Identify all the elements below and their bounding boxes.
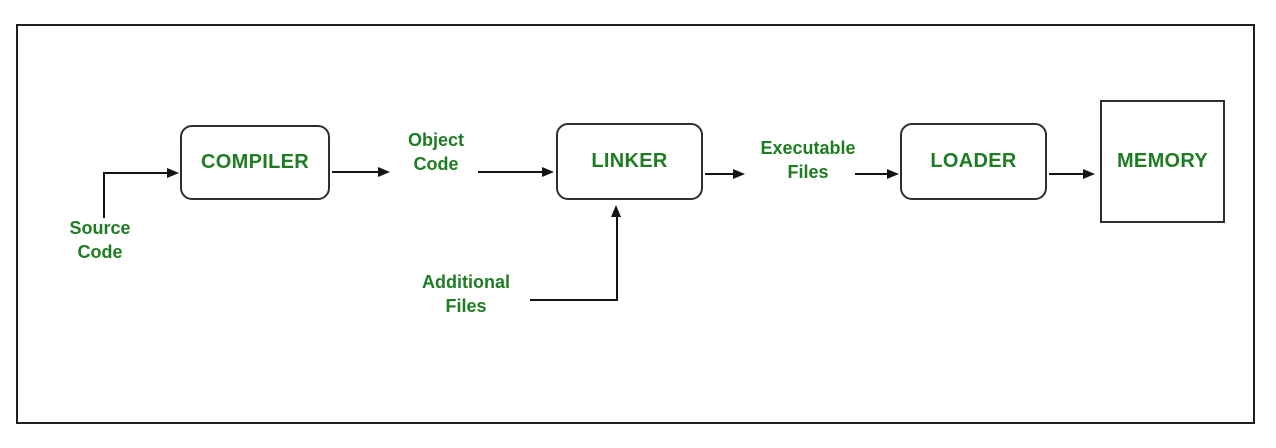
arrow-line-vertical bbox=[616, 216, 618, 301]
node-linker: LINKER bbox=[556, 123, 703, 200]
label-source-code-line2: Code bbox=[77, 242, 123, 262]
arrow-line-horizontal bbox=[103, 172, 167, 174]
label-executable-files-line2: Files bbox=[787, 162, 829, 182]
diagram-border bbox=[16, 24, 1255, 424]
arrow-line-horizontal bbox=[855, 173, 887, 175]
label-executable-files: Executable Files bbox=[738, 136, 878, 184]
arrowhead-right-icon bbox=[167, 168, 179, 178]
node-linker-label: LINKER bbox=[591, 150, 668, 172]
arrowhead-right-icon bbox=[1083, 169, 1095, 179]
arrowhead-up-icon bbox=[611, 205, 621, 217]
arrow-line-horizontal bbox=[705, 173, 733, 175]
label-executable-files-line1: Executable bbox=[760, 138, 856, 158]
arrow-line-horizontal bbox=[478, 171, 542, 173]
label-additional-files: Additional Files bbox=[396, 270, 536, 318]
arrowhead-right-icon bbox=[542, 167, 554, 177]
arrowhead-right-icon bbox=[733, 169, 745, 179]
node-loader-label: LOADER bbox=[930, 150, 1017, 172]
label-additional-files-line2: Files bbox=[445, 296, 487, 316]
node-compiler: COMPILER bbox=[180, 125, 330, 200]
label-object-code-line2: Code bbox=[413, 154, 459, 174]
arrowhead-right-icon bbox=[378, 167, 390, 177]
label-additional-files-line1: Additional bbox=[422, 272, 510, 292]
arrow-line-horizontal bbox=[530, 299, 618, 301]
node-memory: MEMORY bbox=[1100, 100, 1225, 223]
node-loader: LOADER bbox=[900, 123, 1047, 200]
arrow-line-horizontal bbox=[1049, 173, 1083, 175]
label-source-code-line1: Source bbox=[69, 218, 131, 238]
label-object-code-line1: Object bbox=[407, 130, 464, 150]
node-memory-label: MEMORY bbox=[1116, 150, 1209, 172]
arrow-line-horizontal bbox=[332, 171, 378, 173]
arrowhead-right-icon bbox=[887, 169, 899, 179]
label-source-code: Source Code bbox=[40, 216, 160, 264]
arrow-line-vertical bbox=[103, 174, 105, 218]
label-object-code: Object Code bbox=[376, 128, 496, 176]
node-compiler-label: COMPILER bbox=[201, 151, 309, 173]
